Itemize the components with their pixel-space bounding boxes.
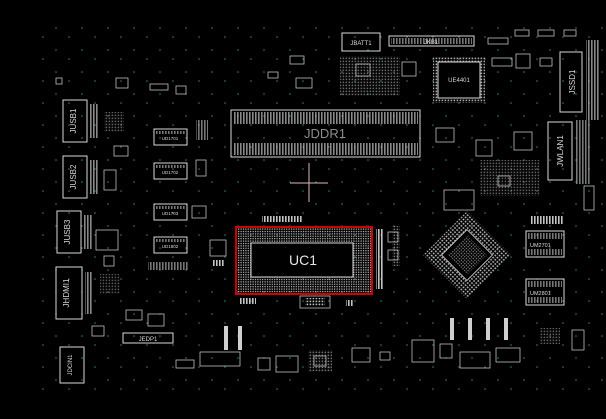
jkb1-connector[interactable]: JKB1 [388, 35, 475, 47]
jkb1-label: JKB1 [424, 40, 439, 46]
jedp1-connector[interactable]: JEDP1 [122, 332, 174, 344]
jusb3-connector[interactable]: JUSB3 [56, 210, 92, 254]
jusb2-connector[interactable]: JUSB2 [62, 155, 98, 199]
right-middle-parts [435, 127, 595, 224]
jssd1-label: JSSD1 [568, 69, 577, 94]
jusb1-connector[interactable]: JUSB1 [62, 99, 98, 143]
ue4401-chip[interactable]: UE4401 [433, 57, 485, 103]
uc1-highlight-frame [235, 226, 373, 295]
jwlan1-label: JWLAN1 [556, 135, 565, 167]
left-misc-parts [55, 77, 208, 337]
ud1702-label: UD1702 [162, 170, 179, 175]
jddr1-connector[interactable]: JDDR1 [230, 109, 421, 158]
ue4401-label: UE4401 [448, 78, 470, 84]
ud1702-chip[interactable]: UD1702 [153, 162, 188, 180]
jssd1-connector[interactable]: JSSD1 [559, 40, 600, 120]
rotated-bga-chip[interactable] [423, 211, 511, 299]
jwlan1-connector[interactable]: JWLAN1 [547, 120, 590, 184]
ud1703-label: UD1703 [162, 211, 179, 216]
jusb2-label: JUSB2 [69, 164, 78, 189]
um2801-memory[interactable]: UM2801 [525, 278, 565, 306]
bottom-misc-parts [175, 318, 585, 373]
ud1802-chip[interactable]: UD1802 [153, 236, 188, 254]
top-misc-parts [267, 29, 577, 96]
um2801-label: UM2801 [530, 291, 551, 297]
ud1701-label: UD1701 [162, 136, 179, 141]
jbatt1-connector[interactable]: JBATT1 [341, 32, 381, 52]
um2701-memory[interactable]: UM2701 [525, 230, 565, 258]
ud1701-chip[interactable]: UD1701 [153, 128, 188, 146]
uc1-label: UC1 [289, 252, 317, 268]
ud1703-chip[interactable]: UD1703 [153, 203, 188, 221]
jedp1-label: JEDP1 [139, 337, 158, 343]
jusb3-label: JUSB3 [63, 219, 72, 244]
uc1-support-parts [209, 216, 400, 309]
uc1-cpu[interactable]: UC1 [235, 226, 373, 295]
jdcin1-connector[interactable]: JDCIN1 [59, 346, 85, 384]
jusb1-label: JUSB1 [69, 108, 78, 133]
jhdmi1-connector[interactable]: JHDMI1 [55, 266, 93, 320]
um2701-label: UM2701 [530, 243, 551, 249]
crosshair-marker [290, 163, 328, 202]
ud1802-label: UD1802 [162, 244, 179, 249]
jhdmi1-label: JHDMI1 [62, 278, 71, 307]
jddr1-label: JDDR1 [304, 126, 346, 141]
jbatt1-label: JBATT1 [350, 41, 372, 47]
jdcin1-label: JDCIN1 [68, 354, 74, 376]
